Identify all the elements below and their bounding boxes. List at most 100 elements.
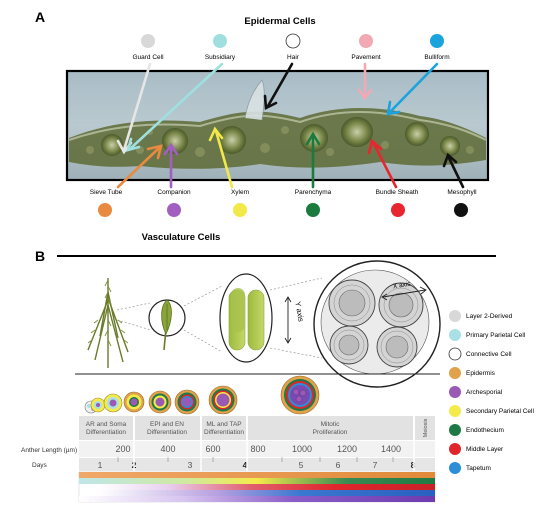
pavement-label: Pavement bbox=[351, 54, 380, 61]
anther-tick-200: 200 bbox=[115, 444, 130, 454]
stage-icon-2 bbox=[90, 397, 106, 413]
anther-tick-400: 400 bbox=[160, 444, 175, 454]
guard-cell-swatch bbox=[141, 34, 155, 48]
anther-tick-1200: 1200 bbox=[337, 444, 357, 454]
pavement-swatch bbox=[359, 34, 373, 48]
stage-label-5: Meiosis bbox=[423, 418, 429, 437]
guard-cell-label: Guard Cell bbox=[132, 54, 164, 61]
legend-swatch-spc bbox=[449, 405, 461, 417]
stage-icon-3 bbox=[103, 393, 123, 413]
mesophyll-label: Mesophyll bbox=[447, 189, 477, 196]
xylem-swatch bbox=[233, 203, 247, 217]
bulliform-label: Bulliform bbox=[424, 54, 449, 61]
bar-tapetum bbox=[100, 490, 435, 496]
anther-tick-600: 600 bbox=[205, 444, 220, 454]
parenchyma-label: Parenchyma bbox=[295, 189, 332, 196]
stage-label-4-line-1: Mitotic bbox=[321, 421, 341, 428]
y-axis-marker bbox=[284, 296, 292, 344]
mesophyll-swatch bbox=[454, 203, 468, 217]
stage-label-2-line-2: Differentiation bbox=[147, 429, 187, 436]
day-tick-4: 4 bbox=[243, 460, 248, 470]
legend-label-middle-layer: Middle Layer bbox=[466, 446, 504, 453]
legend-swatch-endothecium bbox=[449, 424, 461, 436]
stage-icon-6 bbox=[174, 389, 200, 415]
stage-label-2-line-1: EPI and EN bbox=[150, 421, 184, 428]
legend-swatch-connective bbox=[448, 347, 462, 361]
bar-middle-layer bbox=[100, 484, 435, 490]
legend-swatch-ppc bbox=[449, 329, 461, 341]
day-tick-5: 5 bbox=[299, 460, 304, 470]
xylem-label: Xylem bbox=[231, 189, 249, 196]
legend-swatch-tapetum bbox=[449, 462, 461, 474]
panel-b-letter: B bbox=[35, 248, 45, 264]
sieve-tube-swatch bbox=[98, 203, 112, 217]
bundle-sheath-label: Bundle Sheath bbox=[376, 189, 419, 196]
bar-archesporial bbox=[79, 496, 435, 502]
legend-label-connective: Connective Cell bbox=[466, 351, 512, 358]
stage-label-3-line-1: ML and TAP bbox=[206, 421, 241, 428]
legend-label-tapetum: Tapetum bbox=[466, 465, 491, 472]
anther-length-label: Anther Length (µm) bbox=[21, 447, 77, 454]
stage-icon-5 bbox=[148, 390, 172, 414]
day-tick-1: 1 bbox=[98, 460, 103, 470]
stage-icon-4 bbox=[123, 391, 145, 413]
epidermal-cells-title: Epidermal Cells bbox=[244, 16, 315, 27]
legend-label-layer2: Layer 2-Derived bbox=[466, 313, 513, 320]
stage-label-1-line-1: AR and Soma bbox=[86, 421, 127, 428]
companion-swatch bbox=[167, 203, 181, 217]
anther-tick-1400: 1400 bbox=[381, 444, 401, 454]
tassel-illustration bbox=[87, 278, 129, 368]
vasculature-cell-legend: Sieve Tube Companion Xylem Parenchyma Bu… bbox=[90, 189, 477, 217]
hair-swatch bbox=[285, 33, 301, 49]
stage-icon-7 bbox=[208, 385, 238, 415]
anther-length-tick-labels: 200 400 600 800 1000 1200 1400 bbox=[115, 444, 401, 454]
legend-label-epidermis: Epidermis bbox=[466, 370, 496, 377]
panel-a-letter: A bbox=[35, 9, 45, 25]
x-axis-label: X axis bbox=[392, 281, 411, 291]
y-axis-label: Y axis bbox=[293, 301, 305, 323]
legend-label-spc: Secondary Parietal Cell bbox=[466, 408, 534, 415]
legend-swatch-layer2 bbox=[449, 310, 461, 322]
x-axis-marker bbox=[381, 286, 427, 301]
anther-illustration bbox=[228, 288, 265, 351]
anther-tick-1000: 1000 bbox=[292, 444, 312, 454]
day-tick-marks bbox=[117, 457, 394, 462]
days-label: Days bbox=[32, 462, 48, 469]
day-tick-7: 7 bbox=[373, 460, 378, 470]
legend-swatch-archesporial bbox=[449, 386, 461, 398]
epidermal-cell-legend: Guard Cell Subsidiary Hair Pavement Bull… bbox=[132, 33, 450, 61]
stage-label-3-line-2: Differentiation bbox=[204, 429, 244, 436]
legend-swatch-middle-layer bbox=[449, 443, 461, 455]
parenchyma-swatch bbox=[306, 203, 320, 217]
anther-tick-800: 800 bbox=[250, 444, 265, 454]
panel-b-legend: Layer 2-Derived Primary Parietal Cell Co… bbox=[448, 310, 534, 474]
stage-boundary-lines bbox=[133, 416, 415, 471]
stage-bands bbox=[79, 416, 435, 440]
cell-lineage-bars bbox=[78, 471, 436, 503]
subsidiary-label: Subsidiary bbox=[205, 54, 236, 61]
anther-cross-section bbox=[320, 269, 430, 375]
day-tick-8: 8 bbox=[411, 460, 416, 470]
legend-label-ppc: Primary Parietal Cell bbox=[466, 332, 526, 339]
stage-label-4-line-2: Proliferation bbox=[313, 429, 348, 436]
subsidiary-swatch bbox=[213, 34, 227, 48]
day-tick-3: 3 bbox=[188, 460, 193, 470]
legend-label-archesporial: Archesporial bbox=[466, 389, 503, 396]
vasculature-cells-title: Vasculature Cells bbox=[142, 232, 221, 243]
day-tick-6: 6 bbox=[336, 460, 341, 470]
sieve-tube-label: Sieve Tube bbox=[90, 189, 123, 196]
spikelet-illustration bbox=[161, 299, 172, 351]
bulliform-swatch bbox=[430, 34, 444, 48]
anther-length-band bbox=[79, 441, 435, 457]
panel-a-arrows bbox=[116, 62, 465, 189]
stage-label-1-line-2: Differentiation bbox=[86, 429, 126, 436]
legend-label-endothecium: Endothecium bbox=[466, 427, 504, 434]
bar-parietal-endothecium bbox=[79, 478, 435, 484]
anther-stage-icons bbox=[84, 375, 320, 415]
